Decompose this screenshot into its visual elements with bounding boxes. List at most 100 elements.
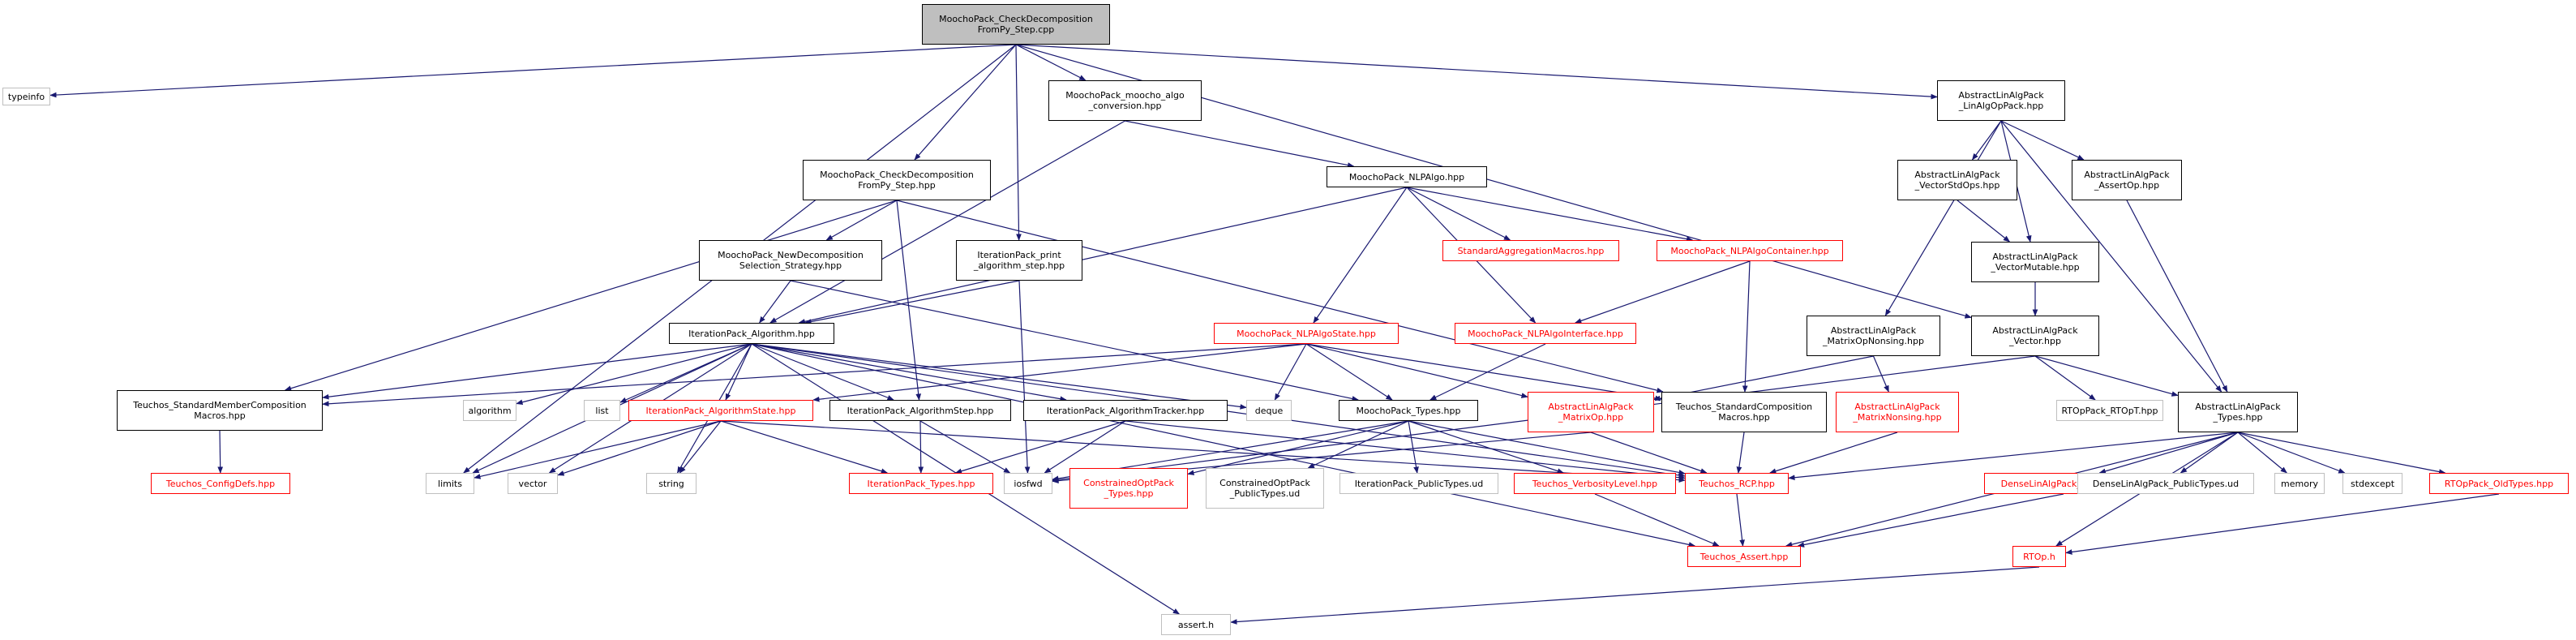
- node-denselinalg-public: DenseLinAlgPack_PublicTypes.ud: [2077, 473, 2254, 494]
- node-label: RTOp.h: [2023, 551, 2055, 562]
- edge-iter-algostep-to-iter-types: [918, 420, 924, 474]
- node-rtoppack-oldtypes[interactable]: RTOpPack_OldTypes.hpp: [2429, 473, 2569, 494]
- edge-ala-linalgop-to-ala-assertop: [2000, 120, 2085, 161]
- node-nlpalgo[interactable]: MoochoPack_NLPAlgo.hpp: [1327, 166, 1487, 187]
- node-label: IterationPack_AlgorithmTracker.hpp: [1046, 405, 1205, 416]
- edge-root-to-ala-linalgop: [1015, 44, 1938, 100]
- node-root[interactable]: MoochoPack_CheckDecomposition FromPy_Ste…: [922, 4, 1110, 45]
- edge-nlpalgostate-to-teuchos-stdcomp: [1305, 343, 1662, 402]
- node-label: StandardAggregationMacros.hpp: [1457, 245, 1605, 256]
- node-ala-vectormutable[interactable]: AbstractLinAlgPack _VectorMutable.hpp: [1971, 242, 2099, 282]
- node-assert-h: assert.h: [1161, 614, 1231, 635]
- node-label: DenseLinAlgPack_PublicTypes.ud: [2092, 478, 2240, 489]
- node-label: Teuchos_VerbosityLevel.hpp: [1532, 478, 1658, 489]
- edge-iter-algotracker-to-iosfwd: [1044, 420, 1126, 474]
- node-label: MoochoPack_NLPAlgoInterface.hpp: [1468, 328, 1623, 339]
- node-moocho-types[interactable]: MoochoPack_Types.hpp: [1339, 400, 1478, 421]
- edge-checkdecomp-hpp-to-teuchos-stdmember: [284, 200, 898, 391]
- edge-ala-matrixopnonsing-to-ala-matrixnonsing: [1872, 355, 1889, 393]
- node-ala-matrixnonsing[interactable]: AbstractLinAlgPack _MatrixNonsing.hpp: [1836, 392, 1959, 432]
- node-label: Teuchos_ConfigDefs.hpp: [165, 478, 276, 489]
- edge-iter-algostate-to-iter-types: [720, 420, 889, 474]
- node-nlpalgocontainer[interactable]: MoochoPack_NLPAlgoContainer.hpp: [1657, 240, 1843, 261]
- node-moocho-algo[interactable]: MoochoPack_moocho_algo _conversion.hpp: [1048, 80, 1202, 121]
- node-label: AbstractLinAlgPack _VectorMutable.hpp: [1991, 251, 2080, 273]
- node-label: Teuchos_StandardMemberComposition Macros…: [133, 400, 306, 421]
- edge-iter-algostate-to-teuchos-rcp: [720, 420, 1686, 483]
- node-iter-algorithm[interactable]: IterationPack_Algorithm.hpp: [669, 323, 834, 344]
- edge-checkdecomp-hpp-to-teuchos-stdcomp: [896, 200, 1664, 393]
- node-constr-types[interactable]: ConstrainedOptPack _Types.hpp: [1069, 468, 1188, 509]
- edge-teuchos-stdmember-to-teuchos-configdefs: [217, 430, 224, 474]
- edge-iter-algorithm-to-iter-algostate: [725, 343, 752, 401]
- node-iter-algotracker[interactable]: IterationPack_AlgorithmTracker.hpp: [1023, 400, 1228, 421]
- node-ala-matrixopnonsing[interactable]: AbstractLinAlgPack _MatrixOpNonsing.hpp: [1807, 316, 1940, 356]
- node-label: assert.h: [1177, 619, 1215, 630]
- node-label: RTOpPack_OldTypes.hpp: [2444, 478, 2554, 489]
- node-label: MoochoPack_NLPAlgoState.hpp: [1237, 328, 1376, 339]
- node-std-agg[interactable]: StandardAggregationMacros.hpp: [1442, 240, 1619, 261]
- node-print-algo[interactable]: IterationPack_print _algorithm_step.hpp: [956, 240, 1082, 281]
- node-nlpalgostate[interactable]: MoochoPack_NLPAlgoState.hpp: [1214, 323, 1399, 344]
- node-label: algorithm: [468, 405, 512, 416]
- edge-ala-types-to-teuchos-rcp: [1788, 432, 2239, 481]
- node-ala-linalgop[interactable]: AbstractLinAlgPack _LinAlgOpPack.hpp: [1937, 80, 2065, 121]
- node-teuchos-stdmember[interactable]: Teuchos_StandardMemberComposition Macros…: [117, 390, 323, 431]
- edge-denselinalg-types-to-teuchos-assert: [1797, 493, 2064, 548]
- edge-nlpalgostate-to-moocho-types: [1305, 343, 1393, 401]
- edge-newdecomp-to-moocho-types: [790, 280, 1359, 402]
- edge-root-to-moocho-algo: [1015, 44, 1087, 81]
- edge-nlpalgostate-to-iter-algostate: [812, 343, 1307, 402]
- node-label: IterationPack_Algorithm.hpp: [688, 328, 815, 339]
- edge-checkdecomp-hpp-to-newdecomp: [825, 200, 898, 241]
- edge-teuchos-stdcomp-to-teuchos-rcp: [1736, 432, 1745, 474]
- node-nlpalgointerface[interactable]: MoochoPack_NLPAlgoInterface.hpp: [1455, 323, 1636, 344]
- node-label: ConstrainedOptPack _Types.hpp: [1083, 478, 1174, 499]
- edge-moocho-types-to-constr-public: [1307, 420, 1409, 469]
- node-label: MoochoPack_moocho_algo _conversion.hpp: [1065, 90, 1185, 111]
- node-label: AbstractLinAlgPack _MatrixNonsing.hpp: [1853, 402, 1942, 423]
- node-limits: limits: [426, 473, 474, 494]
- node-iter-algostep[interactable]: IterationPack_AlgorithmStep.hpp: [829, 400, 1011, 421]
- node-teuchos-verbosity[interactable]: Teuchos_VerbosityLevel.hpp: [1514, 473, 1676, 494]
- node-newdecomp[interactable]: MoochoPack_NewDecomposition Selection_St…: [699, 240, 882, 281]
- node-teuchos-rcp[interactable]: Teuchos_RCP.hpp: [1685, 473, 1789, 494]
- node-label: deque: [1254, 405, 1284, 416]
- edge-nlpalgostate-to-deque: [1274, 343, 1307, 401]
- edge-ala-vectorstdops-to-ala-vectormutable: [1957, 200, 2011, 243]
- edge-root-to-print-algo: [1015, 44, 1022, 241]
- edge-iter-algotracker-to-iter-types: [954, 420, 1126, 475]
- node-teuchos-stdcomp[interactable]: Teuchos_StandardComposition Macros.hpp: [1661, 392, 1827, 432]
- node-ala-matrixop[interactable]: AbstractLinAlgPack _MatrixOp.hpp: [1528, 392, 1654, 432]
- edge-ala-matrixnonsing-to-teuchos-rcp: [1769, 432, 1898, 474]
- node-rtop-h[interactable]: RTOp.h: [2012, 546, 2066, 567]
- edge-nlpalgo-to-iter-algorithm: [798, 187, 1408, 324]
- node-teuchos-assert[interactable]: Teuchos_Assert.hpp: [1687, 546, 1801, 567]
- node-checkdecomp-hpp[interactable]: MoochoPack_CheckDecomposition FromPy_Ste…: [803, 160, 991, 200]
- node-label: MoochoPack_CheckDecomposition FromPy_Ste…: [939, 14, 1093, 35]
- node-label: Teuchos_RCP.hpp: [1699, 478, 1775, 489]
- node-ala-vector[interactable]: AbstractLinAlgPack _Vector.hpp: [1971, 316, 2099, 356]
- node-iter-types[interactable]: IterationPack_Types.hpp: [849, 473, 993, 494]
- edge-newdecomp-to-iter-algorithm: [759, 280, 791, 324]
- node-ala-vectorstdops[interactable]: AbstractLinAlgPack _VectorStdOps.hpp: [1897, 160, 2017, 200]
- edge-rtoppack-oldtypes-to-rtop-h: [2065, 493, 2500, 555]
- node-label: string: [658, 478, 684, 489]
- node-iter-algostate[interactable]: IterationPack_AlgorithmState.hpp: [628, 400, 813, 421]
- node-ala-assertop[interactable]: AbstractLinAlgPack _AssertOp.hpp: [2072, 160, 2182, 200]
- node-teuchos-configdefs[interactable]: Teuchos_ConfigDefs.hpp: [151, 473, 290, 494]
- edge-teuchos-verbosity-to-teuchos-assert: [1594, 493, 1720, 547]
- node-label: MoochoPack_NLPAlgoContainer.hpp: [1670, 245, 1829, 256]
- edge-nlpalgostate-to-teuchos-stdmember: [322, 343, 1307, 407]
- edge-print-algo-to-iter-algorithm: [804, 280, 1020, 324]
- edge-nlpalgocontainer-to-nlpalgointerface: [1575, 260, 1751, 324]
- edge-rtop-h-to-assert-h: [1230, 566, 2040, 625]
- edge-ala-linalgop-to-ala-vectorstdops: [1971, 120, 2002, 161]
- edge-root-to-checkdecomp-hpp: [914, 44, 1017, 161]
- node-ala-types[interactable]: AbstractLinAlgPack _Types.hpp: [2178, 392, 2298, 432]
- node-label: MoochoPack_CheckDecomposition FromPy_Ste…: [820, 170, 974, 191]
- edge-iter-algorithm-to-iter-algotracker: [751, 343, 1067, 402]
- node-label: ConstrainedOptPack _PublicTypes.ud: [1219, 478, 1310, 499]
- edge-iter-algorithm-to-algorithm: [516, 343, 752, 406]
- edge-iter-algostate-to-limits: [474, 420, 722, 479]
